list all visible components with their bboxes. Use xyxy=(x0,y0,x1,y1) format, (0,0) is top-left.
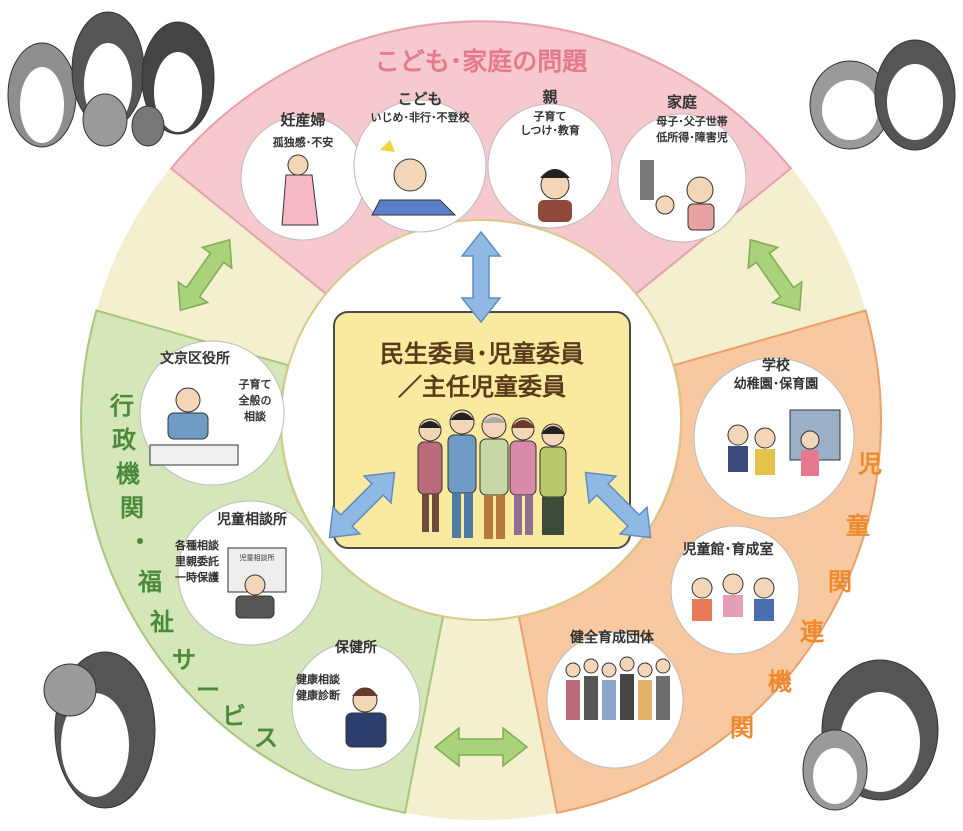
arrow-top-left xyxy=(177,238,233,312)
right-band-char-3: 関 xyxy=(828,568,852,596)
family-illustration xyxy=(640,160,715,231)
pregnant-sub: 孤独感･不安 xyxy=(273,135,334,149)
left-band-char-11: ス xyxy=(254,724,278,752)
child-circle: こども いじめ･非行･不登校 xyxy=(353,90,487,233)
child-consultation-title: 児童相談所 xyxy=(216,511,287,528)
ward-office-sub2: 全般の xyxy=(238,393,272,407)
youth-groups-title: 健全育成団体 xyxy=(570,629,655,646)
health-center-circle: 保健所 健康相談 健康診断 xyxy=(291,639,421,771)
right-band-label: 児 童 関 連 機 関 xyxy=(730,450,882,742)
school-sub: 幼稚園･保育園 xyxy=(734,376,819,392)
left-band-char-10: ビ xyxy=(222,702,246,730)
family-title: 家庭 xyxy=(667,93,698,111)
parent-sub1: 子育て xyxy=(534,109,567,123)
pregnant-woman-illustration xyxy=(281,154,319,226)
penguin-pair-bottom-right xyxy=(802,659,939,811)
parent-title: 親 xyxy=(542,88,557,106)
child-consultation-sub2: 里親委託 xyxy=(175,554,219,568)
left-band-char-4: 関 xyxy=(120,494,144,522)
youth-groups-circle: 健全育成団体 xyxy=(546,629,684,769)
center-title-line1: 民生委員･児童委員 xyxy=(380,340,584,368)
left-band-char-7: 祉 xyxy=(150,608,174,636)
arrow-bottom xyxy=(433,726,529,768)
ward-office-sub1: 子育て xyxy=(239,377,272,391)
arrow-center-left xyxy=(328,471,396,539)
penguin-family-top-left xyxy=(7,11,215,148)
ward-office-sub3: 相談 xyxy=(244,409,267,423)
right-band-char-6: 関 xyxy=(730,714,754,742)
left-band-char-8: サ xyxy=(172,646,196,674)
penguin-pair-top-right xyxy=(809,39,956,151)
crying-child-illustration xyxy=(371,140,457,216)
child-consultation-sub1: 各種相談 xyxy=(174,538,220,552)
arrow-top-right xyxy=(747,238,803,312)
ward-office-circle: 文京区役所 子育て 全般の 相談 xyxy=(139,340,285,486)
family-sub1: 母子･父子世帯 xyxy=(656,114,728,128)
center-title-line2: ／主任児童委員 xyxy=(398,373,566,401)
pregnant-title: 妊産婦 xyxy=(280,111,325,129)
right-band-char-2: 童 xyxy=(846,512,870,540)
child-consultation-sub3: 一時保護 xyxy=(175,570,220,584)
health-center-sub2: 健康診断 xyxy=(296,688,340,702)
center-box: 民生委員･児童委員 ／主任児童委員 xyxy=(333,311,631,549)
left-band-char-3: 機 xyxy=(116,460,140,488)
health-worker-illustration xyxy=(345,687,387,748)
pregnant-circle: 妊産婦 孤独感･不安 xyxy=(240,111,366,241)
worried-parent-illustration xyxy=(538,169,572,222)
childrens-hall-circle: 児童館･育成室 xyxy=(670,525,800,655)
left-band-char-1: 行 xyxy=(109,392,134,420)
family-issues-title: こども･家庭の問題 xyxy=(375,47,589,76)
ward-office-title: 文京区役所 xyxy=(160,350,230,367)
parent-circle-bg xyxy=(487,103,613,229)
penguin-hug-bottom-left xyxy=(43,651,156,809)
parent-sub2: しつけ･教育 xyxy=(520,123,580,137)
arrow-center-right xyxy=(584,471,652,539)
center-arrows xyxy=(328,230,652,539)
child-title: こども xyxy=(397,90,442,108)
child-sub: いじめ･非行･不登校 xyxy=(371,110,471,124)
left-band-char-2: 政 xyxy=(112,426,136,454)
office-worker-illustration xyxy=(149,387,239,466)
committee-members-illustration xyxy=(417,409,567,539)
childrens-hall-title: 児童館･育成室 xyxy=(682,541,774,558)
left-band-label: 行 政 機 関 ・ 福 祉 サ ー ビ ス xyxy=(109,392,278,752)
school-title: 学校 xyxy=(762,357,791,374)
right-band-char-5: 機 xyxy=(768,668,792,696)
left-band-char-5: ・ xyxy=(128,528,152,556)
school-circle: 学校 幼稚園･保育園 xyxy=(693,357,855,519)
child-consultation-circle: 児童相談所 各種相談 里親委託 一時保護 児童相談所 xyxy=(174,500,323,646)
family-circle: 家庭 母子･父子世帯 低所得･障害児 xyxy=(617,93,747,243)
health-center-title: 保健所 xyxy=(334,639,377,656)
family-sub2: 低所得･障害児 xyxy=(655,130,728,144)
arrow-center-top xyxy=(460,230,502,324)
left-band-char-9: ー xyxy=(196,676,220,704)
right-band-char-1: 児 xyxy=(858,450,882,478)
school-children-illustration xyxy=(727,409,841,476)
building-sign: 児童相談所 xyxy=(240,553,275,562)
band-arrows xyxy=(177,238,803,768)
health-center-sub1: 健康相談 xyxy=(296,672,341,686)
parent-circle: 親 子育て しつけ･教育 xyxy=(487,88,613,229)
right-band-char-4: 連 xyxy=(800,618,825,646)
left-band-char-6: 福 xyxy=(137,568,162,596)
community-group-illustration xyxy=(565,656,671,720)
playing-children-illustration xyxy=(691,573,775,621)
consultation-building-illustration: 児童相談所 xyxy=(227,547,287,619)
